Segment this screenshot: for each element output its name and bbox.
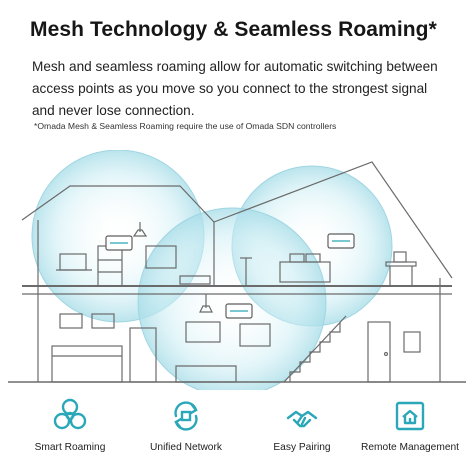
house-illustration — [8, 150, 466, 390]
feature-label: Remote Management — [361, 442, 459, 453]
description-text: Mesh and seamless roaming allow for auto… — [32, 59, 438, 118]
remote-management-icon — [395, 401, 425, 431]
feature-easy-pairing: Easy Pairing — [243, 396, 361, 453]
easy-pairing-icon — [286, 410, 318, 428]
footnote-text: *Omada Mesh & Seamless Roaming require t… — [34, 121, 337, 131]
unified-network-icon — [174, 401, 198, 431]
feature-label: Unified Network — [150, 442, 222, 453]
smart-roaming-icon — [53, 398, 87, 430]
coverage-circle-center — [137, 207, 327, 390]
feature-row: Smart Roaming Unified Network Easy Pairi… — [0, 396, 474, 474]
page-title: Mesh Technology & Seamless Roaming* — [30, 18, 437, 41]
access-point-center — [225, 303, 253, 319]
feature-unified-network: Unified Network — [127, 396, 245, 453]
feature-label: Smart Roaming — [34, 442, 106, 453]
feature-smart-roaming: Smart Roaming — [11, 396, 129, 453]
feature-remote-management: Remote Management — [351, 396, 469, 453]
access-point-right — [327, 233, 355, 249]
access-point-left — [105, 235, 133, 251]
feature-label: Easy Pairing — [273, 442, 331, 453]
